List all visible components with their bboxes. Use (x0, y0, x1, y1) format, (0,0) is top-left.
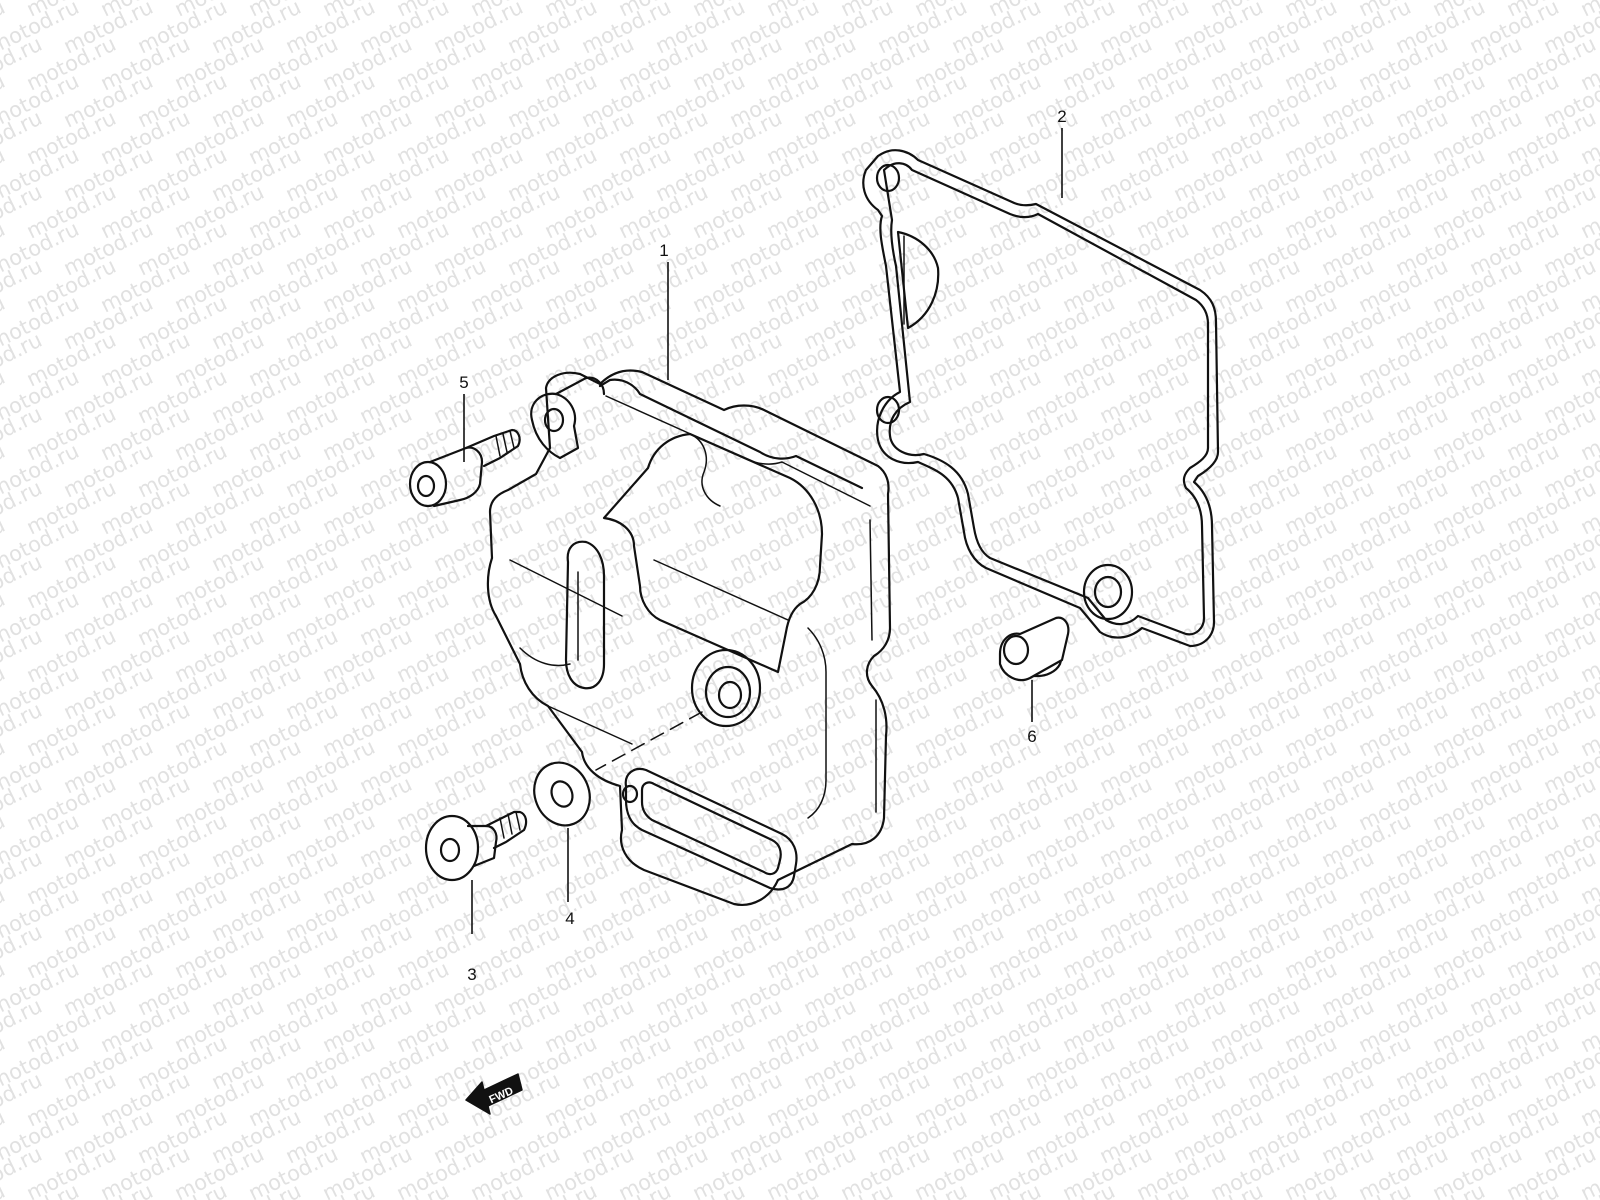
callout-3: 3 (467, 965, 476, 984)
bolt-part-3[interactable] (424, 810, 528, 882)
gasket-part-2[interactable] (862, 149, 1220, 648)
washer-part-4[interactable] (525, 754, 599, 834)
leader-lines (463, 128, 1063, 934)
arrow-left-icon (465, 1073, 523, 1115)
callout-2: 2 (1057, 107, 1066, 126)
callout-1: 1 (659, 241, 668, 260)
head-cover-part-1[interactable] (486, 369, 892, 906)
callout-6: 6 (1027, 727, 1036, 746)
bolt-part-5[interactable] (408, 428, 521, 508)
dowel-pin-part-6[interactable] (998, 616, 1070, 682)
callout-5: 5 (459, 373, 468, 392)
callout-4: 4 (565, 909, 574, 928)
